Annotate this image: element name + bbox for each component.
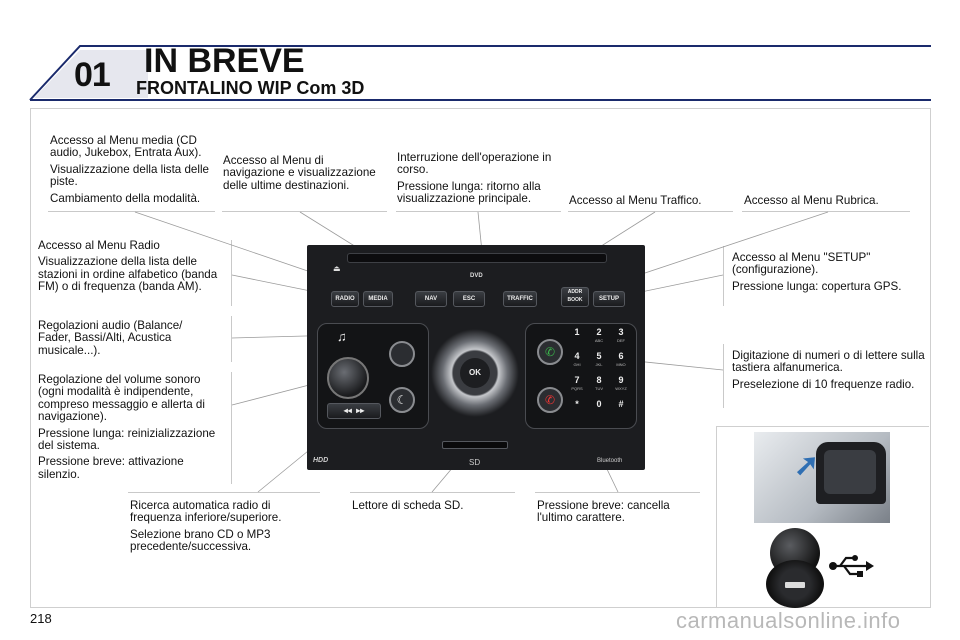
keypad-key[interactable]: 9: [618, 375, 624, 385]
eject-icon[interactable]: ⏏: [333, 264, 341, 273]
sd-logo: SD: [469, 458, 481, 467]
glovebox-photo: ➚: [754, 432, 890, 523]
keypad-key-letters: ABC: [594, 338, 604, 343]
watermark: carmanualsonline.info: [676, 608, 901, 633]
callout-setup: Accesso al Menu "SETUP" (configurazione)…: [732, 251, 902, 293]
callout-audio: Regolazioni audio (Balance/ Fader, Bassi…: [38, 319, 183, 357]
callout-media: Accesso al Menu media (CD audio, Jukebox…: [50, 134, 209, 205]
callout-esc: Interruzione dell'operazione in corso.Pr…: [397, 151, 552, 206]
list-button[interactable]: [389, 341, 415, 367]
setup-button[interactable]: SETUP: [593, 291, 625, 307]
keypad-key-letters: GHI: [573, 362, 581, 367]
page-number: 218: [30, 611, 52, 626]
traffic-button[interactable]: TRAFFIC: [503, 291, 537, 307]
call-accept-icon[interactable]: ✆: [537, 339, 563, 365]
keypad-key[interactable]: 6: [618, 351, 624, 361]
keypad-key[interactable]: 3: [618, 327, 624, 337]
dvd-logo: DVD: [470, 273, 483, 279]
call-end-icon[interactable]: ✆: [537, 387, 563, 413]
sd-card-slot[interactable]: [442, 441, 508, 449]
radio-panel: ⏏ DVD RADIO MEDIA NAV ESC TRAFFIC ADDR B…: [307, 245, 645, 470]
cd-slot: [347, 253, 607, 263]
volume-knob[interactable]: [327, 357, 369, 399]
callout-nav: Accesso al Menu di navigazione e visuali…: [223, 154, 376, 192]
addr-book-button[interactable]: ADDR BOOK: [561, 287, 589, 307]
radio-button[interactable]: RADIO: [331, 291, 359, 307]
keypad-key[interactable]: 1: [574, 327, 580, 337]
keypad-key[interactable]: #: [618, 399, 624, 409]
usb-port-photo: [766, 560, 824, 608]
hdd-logo: HDD: [313, 457, 329, 464]
keypad-key[interactable]: *: [575, 399, 579, 409]
keypad-key[interactable]: 0: [596, 399, 602, 409]
keypad-key-letters: TUV: [595, 386, 603, 391]
callout-addr: Accesso al Menu Rubrica.: [744, 194, 879, 207]
content-frame: [30, 108, 931, 608]
keypad-key[interactable]: 7: [574, 375, 580, 385]
seek-buttons[interactable]: ◂◂ ▸▸: [327, 403, 381, 419]
keypad-key-letters: PQRS: [571, 386, 583, 391]
keypad-key[interactable]: 2: [596, 327, 602, 337]
header-banner: [29, 45, 931, 101]
keypad-key-letters: MNO: [616, 362, 626, 367]
keypad-key[interactable]: 8: [596, 375, 602, 385]
keypad-key-letters: DEF: [617, 338, 625, 343]
keypad-key-letters: JKL: [595, 362, 603, 367]
page-subtitle: FRONTALINO WIP Com 3D: [136, 78, 365, 98]
esc-button[interactable]: ESC: [453, 291, 485, 307]
callout-delete: Pressione breve: cancella l'ultimo carat…: [537, 499, 670, 525]
accessory-box: [716, 426, 929, 607]
nav-button[interactable]: NAV: [415, 291, 447, 307]
callout-traffic: Accesso al Menu Traffico.: [569, 194, 702, 207]
page-title: IN BREVE: [144, 42, 305, 80]
callout-seek: Ricerca automatica radio di frequenza in…: [130, 499, 282, 554]
chapter-number: 01: [74, 56, 111, 94]
keypad-key-letters: WXYZ: [615, 386, 627, 391]
arrow-icon: ➚: [794, 449, 820, 482]
bluetooth-logo: Bluetooth: [597, 458, 623, 464]
keypad-key[interactable]: 4: [574, 351, 580, 361]
music-note-icon[interactable]: ♫: [337, 329, 347, 344]
callout-volume: Regolazione del volume sonoro (ogni moda…: [38, 373, 216, 481]
ok-button[interactable]: OK: [460, 358, 490, 388]
keypad-key[interactable]: 5: [596, 351, 602, 361]
moon-icon[interactable]: ☾: [389, 387, 415, 413]
callout-sd: Lettore di scheda SD.: [352, 499, 464, 512]
usb-icon: [829, 555, 874, 577]
callout-keypad: Digitazione di numeri o di lettere sulla…: [732, 349, 925, 391]
media-button[interactable]: MEDIA: [363, 291, 393, 307]
